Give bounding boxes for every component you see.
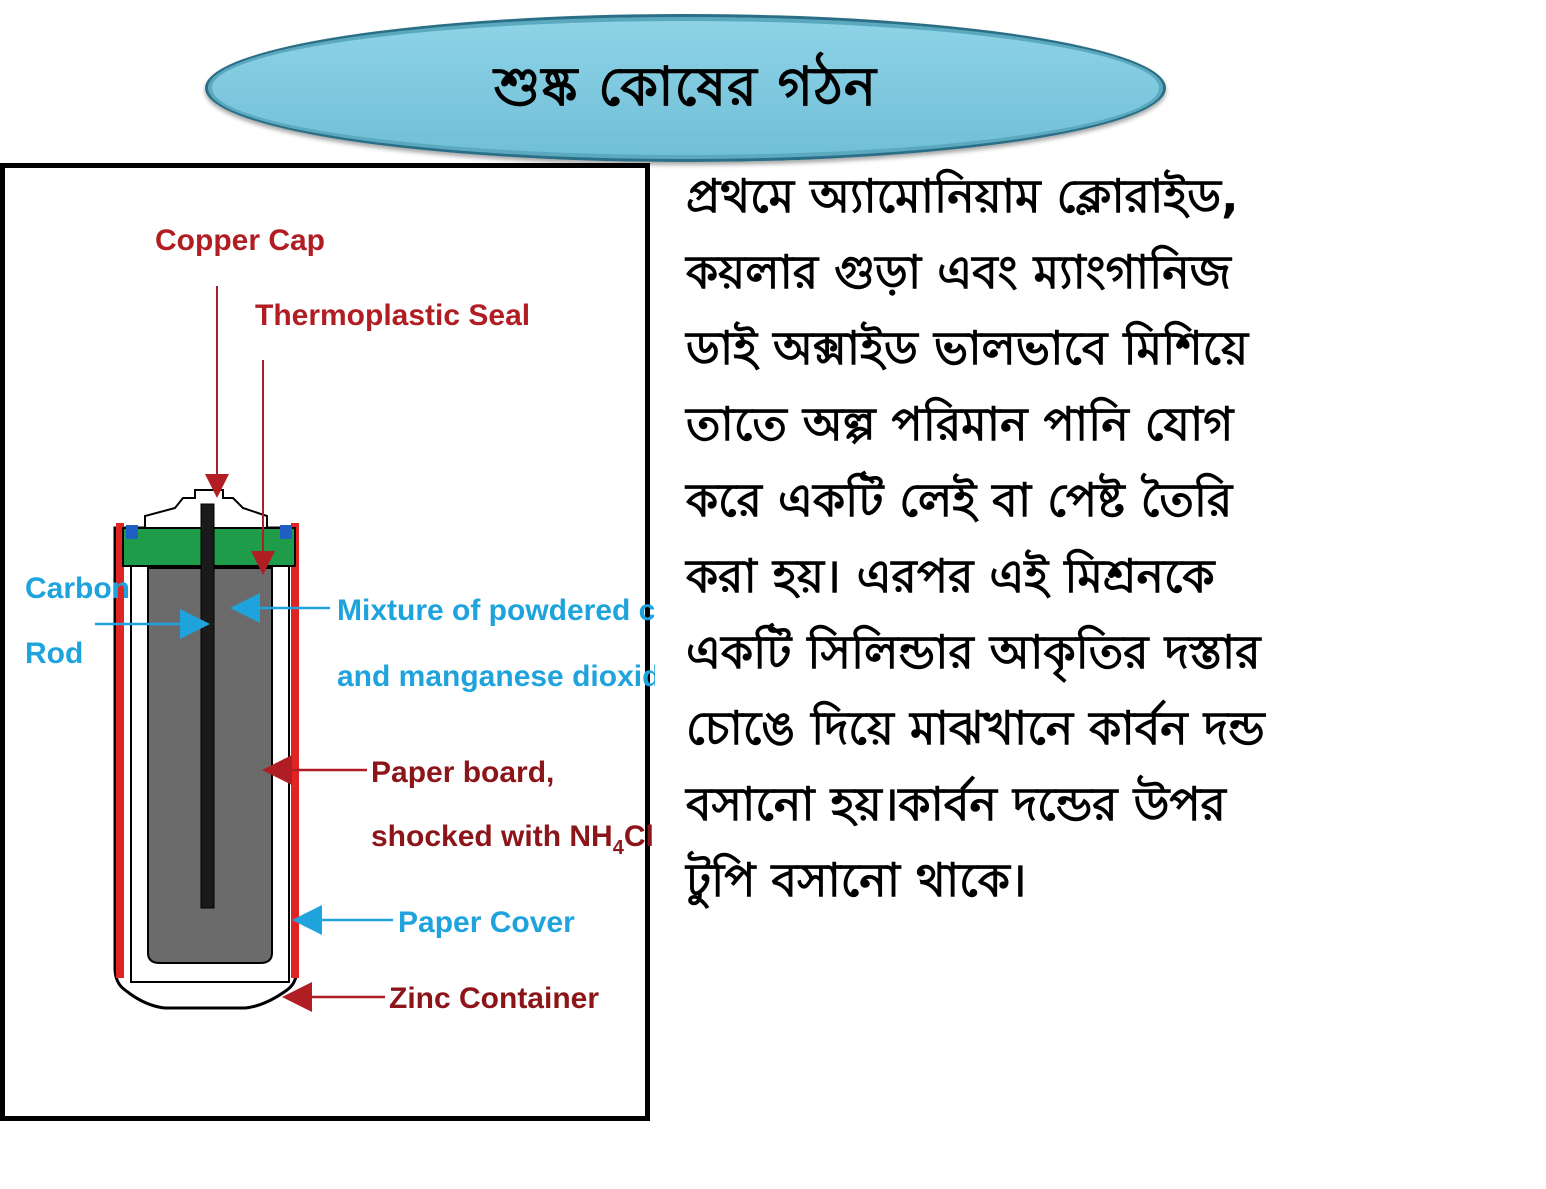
paragraph-line: কয়লার গুড়া এবং ম্যাংগানিজ [686,245,1231,299]
paragraph-line: করা হয়। এরপর এই মিশ্রনকে [686,549,1215,603]
label-thermoplastic-seal: Thermoplastic Seal [255,299,530,332]
label-paper-board-1: Paper board, [371,756,554,789]
corner-right [280,525,292,539]
paragraph-line: করে একটি লেই বা পেষ্ট তৈরি [686,473,1233,527]
label-carbon-rod-1: Carbon [25,572,130,605]
label-copper-cap: Copper Cap [155,224,325,257]
label-mixture-1: Mixture of powdered carbon [337,594,655,627]
description-paragraph: প্রথমে অ্যামোনিয়াম ক্লোরাইড, কয়লার গুড… [686,158,1536,918]
label-paper-board-2: shocked with NH4Cl [371,820,654,859]
paragraph-line: বসানো হয়।কার্বন দন্ডের উপর [686,777,1226,831]
label-mixture-2: and manganese dioxide [337,660,655,693]
label-paper-cover: Paper Cover [398,906,575,939]
paragraph-line: তাতে অল্প পরিমান পানি যোগ [686,397,1234,451]
label-carbon-rod-2: Rod [25,637,83,670]
zinc-left [116,523,124,978]
paragraph-line: একটি সিলিন্ডার আকৃতির দস্তার [686,625,1261,679]
paragraph-line: চোঙে দিয়ে মাঝখানে কার্বন দন্ড [686,701,1265,755]
carbon-rod-shape [200,503,215,909]
zinc-right [291,523,299,978]
paragraph-line: টুপি বসানো থাকে। [686,853,1027,907]
page-title: শুষ্ক কোষের গঠন [493,55,878,118]
paragraph-line: প্রথমে অ্যামোনিয়াম ক্লোরাইড, [686,169,1239,223]
title-banner: শুষ্ক কোষের গঠন [205,14,1166,162]
corner-left [126,525,138,539]
label-paper-board-2-end: Cl [624,820,654,853]
dry-cell-diagram: Copper Cap Thermoplastic Seal Carbon Rod… [0,163,655,1121]
cell-body [113,489,299,1010]
dry-cell-svg: Copper Cap Thermoplastic Seal Carbon Rod… [25,224,655,1015]
label-paper-board-2-main: shocked with NH [371,820,613,853]
label-zinc-container: Zinc Container [389,982,599,1015]
label-paper-board-2-sub: 4 [613,837,625,859]
paragraph-line: ডাই অক্সাইড ভালভাবে মিশিয়ে [686,321,1249,375]
